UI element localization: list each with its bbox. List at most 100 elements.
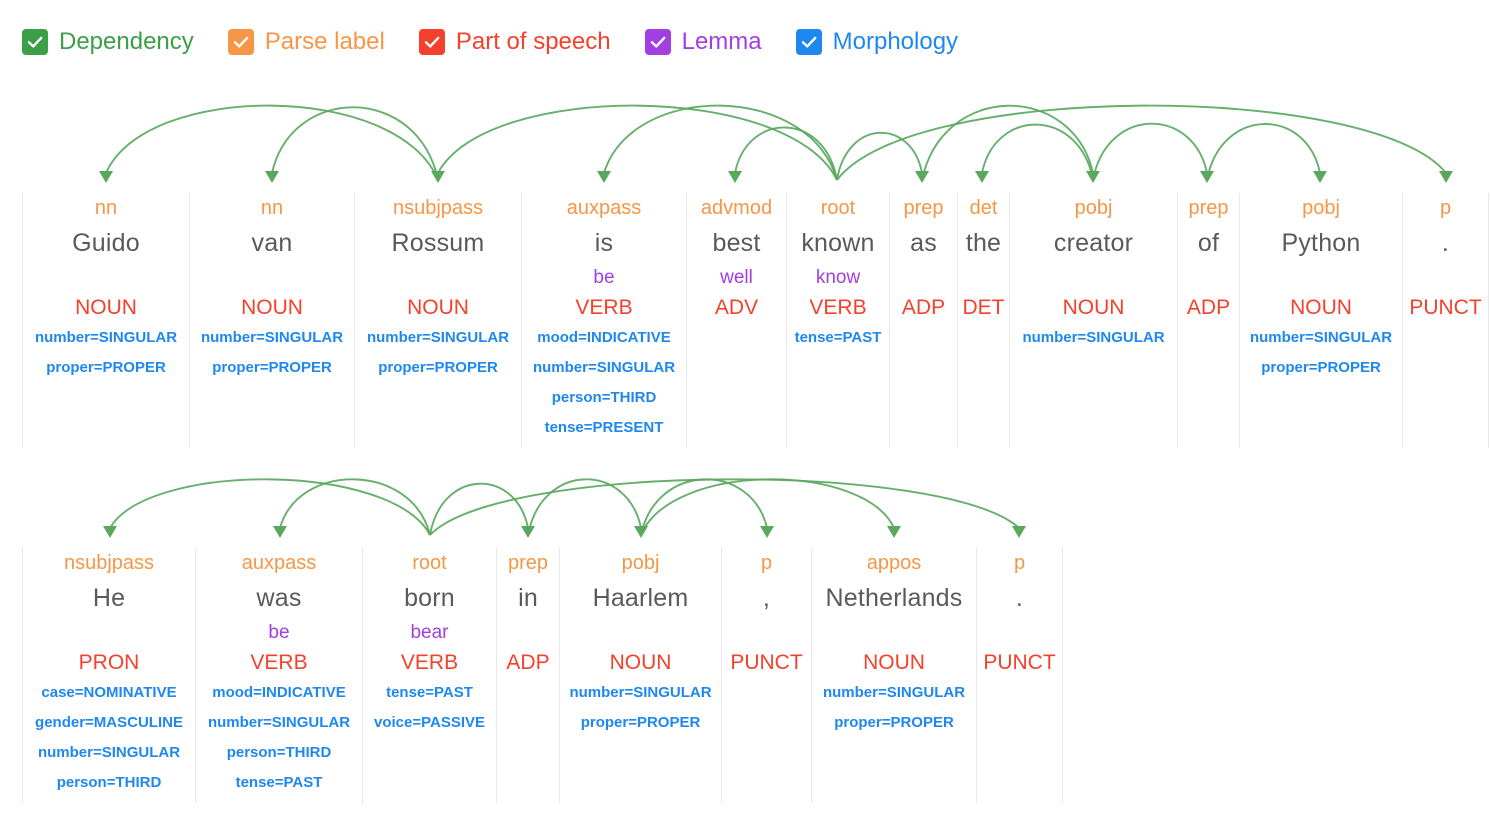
token-morphology-feature: number=SINGULAR	[366, 329, 510, 346]
legend-toggle-part-of-speech[interactable]: Part of speech	[418, 28, 611, 55]
token-word: best	[712, 229, 761, 257]
dependency-arrowhead	[99, 171, 113, 183]
token-parse-label: nn	[260, 197, 284, 219]
dependency-arc	[921, 104, 1094, 181]
token-lemma	[977, 618, 1062, 648]
checkbox-checked-icon[interactable]	[644, 29, 671, 55]
token-parse-label: p	[1439, 197, 1452, 219]
token-lemma	[1178, 263, 1239, 293]
legend-label: Part of speech	[455, 28, 611, 55]
dependency-arc	[981, 123, 1094, 181]
legend-toggle-dependency[interactable]: Dependency	[22, 29, 194, 55]
dependency-arrowhead	[1012, 526, 1026, 538]
token-morphology-feature: mood=INDICATIVE	[212, 684, 346, 701]
token[interactable]: p. PUNCT	[977, 548, 1063, 803]
token-part-of-speech: PRON	[78, 651, 140, 674]
token-part-of-speech: DET	[962, 296, 1005, 319]
token-morphology-feature: person=THIRD	[56, 774, 162, 791]
token-lemma	[958, 263, 1009, 293]
dependency-arrowhead	[634, 526, 648, 538]
token-part-of-speech: NOUN	[241, 296, 303, 319]
dependency-arc	[105, 104, 439, 181]
token-word: creator	[1053, 229, 1134, 257]
dependency-arc	[279, 478, 431, 536]
dependency-arrowhead	[1200, 171, 1214, 183]
token-part-of-speech: PUNCT	[730, 651, 803, 674]
dependency-arrowhead	[103, 526, 117, 538]
checkbox-checked-icon[interactable]	[795, 29, 822, 55]
token-lemma	[722, 618, 811, 648]
token-morphology-feature: case=NOMINATIVE	[41, 684, 177, 701]
token[interactable]: p. PUNCT	[1403, 193, 1489, 448]
checkbox-checked-icon[interactable]	[418, 29, 445, 55]
dependency-arc	[429, 478, 1020, 536]
token-parse-label: pobj	[621, 552, 660, 574]
dependency-arc	[640, 478, 768, 536]
token-word: born	[404, 584, 455, 612]
token-lemma: know	[815, 267, 861, 288]
token-parse-label: prep	[903, 197, 944, 219]
token[interactable]: prep of ADP	[1178, 193, 1240, 448]
token-word: is	[594, 229, 614, 257]
token-parse-label: prep	[1188, 197, 1229, 219]
dependency-arc	[109, 478, 431, 536]
dependency-arc	[734, 126, 838, 181]
token-parse-label: prep	[507, 552, 549, 574]
token-lemma	[355, 263, 521, 293]
token-part-of-speech: NOUN	[75, 296, 137, 319]
token-part-of-speech: NOUN	[407, 296, 469, 319]
token-part-of-speech: ADP	[1186, 296, 1231, 319]
token-part-of-speech: ADP	[506, 651, 550, 674]
token-lemma	[497, 618, 559, 648]
token-morphology-feature: proper=PROPER	[46, 359, 166, 376]
token-morphology-feature: proper=PROPER	[212, 359, 332, 376]
token-part-of-speech: VERB	[400, 651, 459, 674]
dependency-arc	[429, 482, 529, 536]
dependency-arrowhead	[431, 171, 445, 183]
legend-toggle-morphology[interactable]: Morphology	[795, 29, 958, 55]
dependency-arc	[271, 106, 439, 181]
token-word: Rossum	[391, 229, 485, 257]
legend-toggle-parse-label[interactable]: Parse label	[227, 29, 385, 55]
dependency-arc	[836, 104, 1447, 181]
token[interactable]: p, PUNCT	[722, 548, 812, 803]
dependency-arc	[437, 104, 838, 181]
dependency-arc	[1092, 122, 1208, 181]
token-morphology-feature: number=SINGULAR	[37, 744, 181, 761]
token-word: as	[910, 229, 937, 257]
checkbox-checked-icon[interactable]	[227, 29, 254, 55]
checkbox-checked-icon[interactable]	[22, 29, 48, 55]
token-word: .	[1015, 584, 1024, 612]
token-morphology-feature: number=SINGULAR	[569, 684, 712, 701]
token-morphology-feature: proper=PROPER	[580, 714, 701, 731]
legend-label: Lemma	[681, 28, 762, 55]
token-morphology-feature: mood=INDICATIVE	[537, 329, 671, 346]
token-morphology-feature: tense=PAST	[794, 329, 882, 346]
token-part-of-speech: VERB	[809, 296, 867, 319]
token-parse-label: root	[820, 197, 856, 219]
legend-toggle-lemma[interactable]: Lemma	[644, 28, 762, 55]
token-word: known	[801, 229, 875, 257]
dependency-arcs	[99, 104, 1453, 183]
token-part-of-speech: NOUN	[1062, 296, 1125, 319]
token-word: Python	[1281, 229, 1361, 257]
token-word: of	[1197, 229, 1220, 257]
token-morphology-feature: number=SINGULAR	[1022, 329, 1165, 346]
token-morphology-feature: tense=PRESENT	[544, 419, 664, 436]
